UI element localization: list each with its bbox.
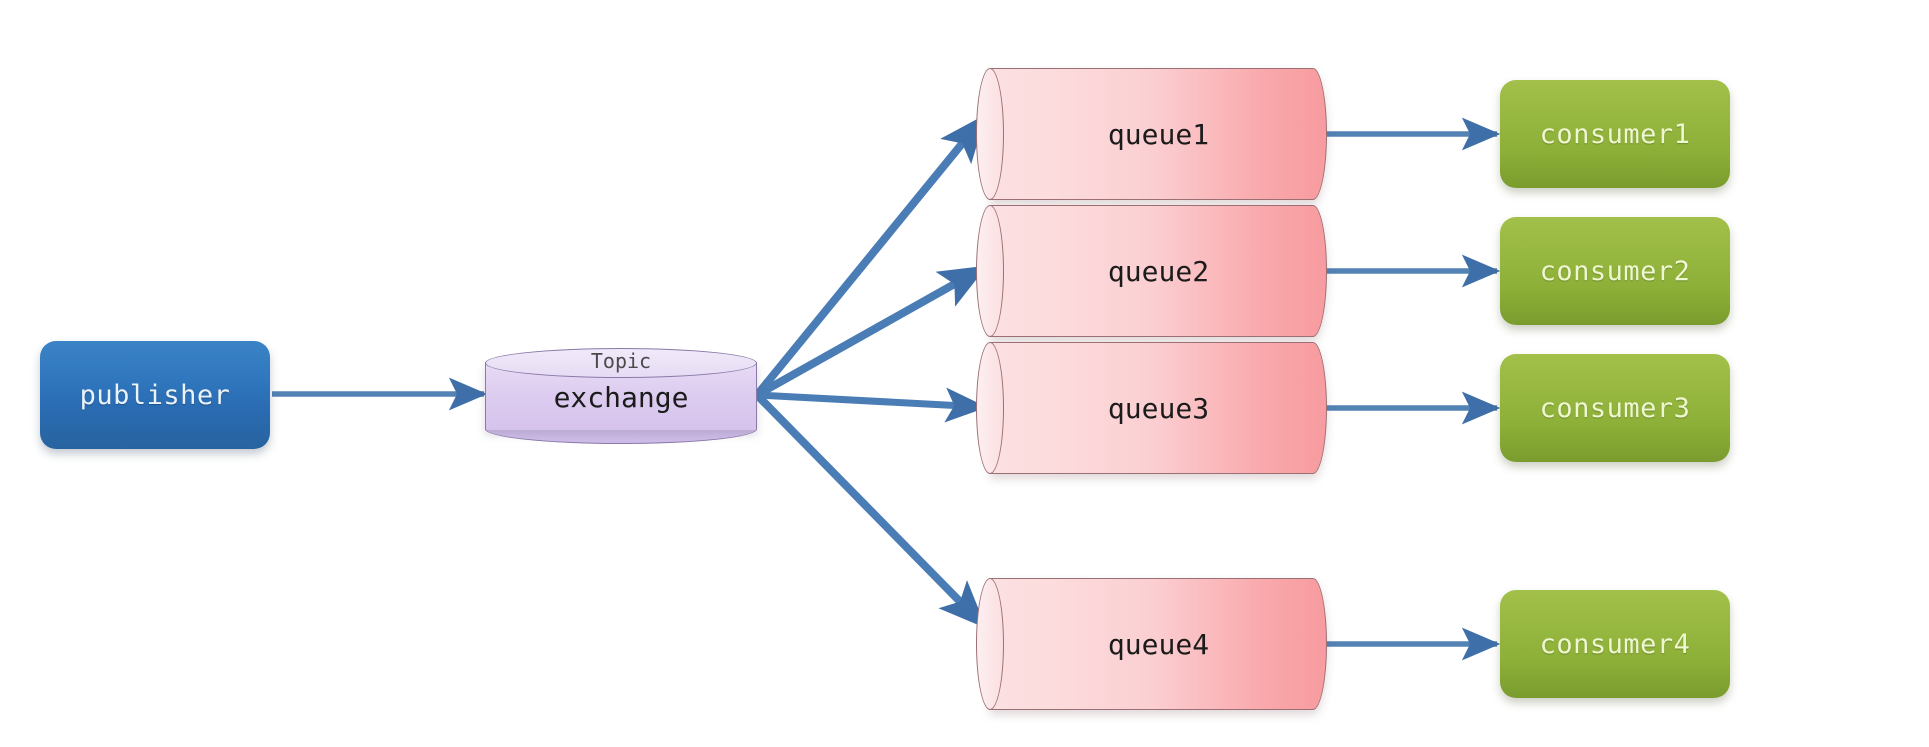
consumer-label: consumer2 — [1539, 255, 1691, 287]
publisher-label: publisher — [79, 379, 231, 411]
consumer-node-2[interactable]: consumer2 — [1500, 217, 1730, 325]
queue-cylinder-cap — [976, 342, 1004, 474]
arrow-exchange-to-queue2 — [755, 264, 988, 399]
queue-cylinder-cap — [976, 205, 1004, 337]
consumer-node-3[interactable]: consumer3 — [1500, 354, 1730, 462]
queue-cylinder-cap — [976, 68, 1004, 200]
consumer-label: consumer1 — [1539, 118, 1691, 150]
queue-node-3[interactable]: queue3 — [976, 342, 1327, 474]
exchange-kind-label: Topic — [590, 349, 652, 373]
consumer-node-4[interactable]: consumer4 — [1500, 590, 1730, 698]
queue-node-4[interactable]: queue4 — [976, 578, 1327, 710]
exchange-node[interactable]: Topic exchange — [485, 348, 757, 444]
queue-cylinder-cap — [976, 578, 1004, 710]
queue-node-2[interactable]: queue2 — [976, 205, 1327, 337]
arrow-exchange-to-queue3 — [756, 387, 988, 423]
arrow-exchange-to-queue1 — [753, 114, 987, 398]
queue-label: queue4 — [1107, 627, 1210, 661]
exchange-name-label: exchange — [553, 381, 689, 414]
queue-label: queue3 — [1107, 391, 1210, 425]
queue-label: queue2 — [1107, 254, 1210, 288]
consumer-node-1[interactable]: consumer1 — [1500, 80, 1730, 188]
consumer-label: consumer3 — [1539, 392, 1691, 424]
queue-cylinder-body — [990, 205, 1327, 337]
exchange-cylinder-top — [485, 348, 757, 378]
arrow-exchange-to-queue4 — [754, 392, 987, 629]
queue-cylinder-body — [990, 68, 1327, 200]
publisher-node[interactable]: publisher — [40, 341, 270, 449]
queue-cylinder-body — [990, 578, 1327, 710]
consumer-label: consumer4 — [1539, 628, 1691, 660]
queue-label: queue1 — [1107, 117, 1210, 151]
queue-node-1[interactable]: queue1 — [976, 68, 1327, 200]
queue-cylinder-body — [990, 342, 1327, 474]
